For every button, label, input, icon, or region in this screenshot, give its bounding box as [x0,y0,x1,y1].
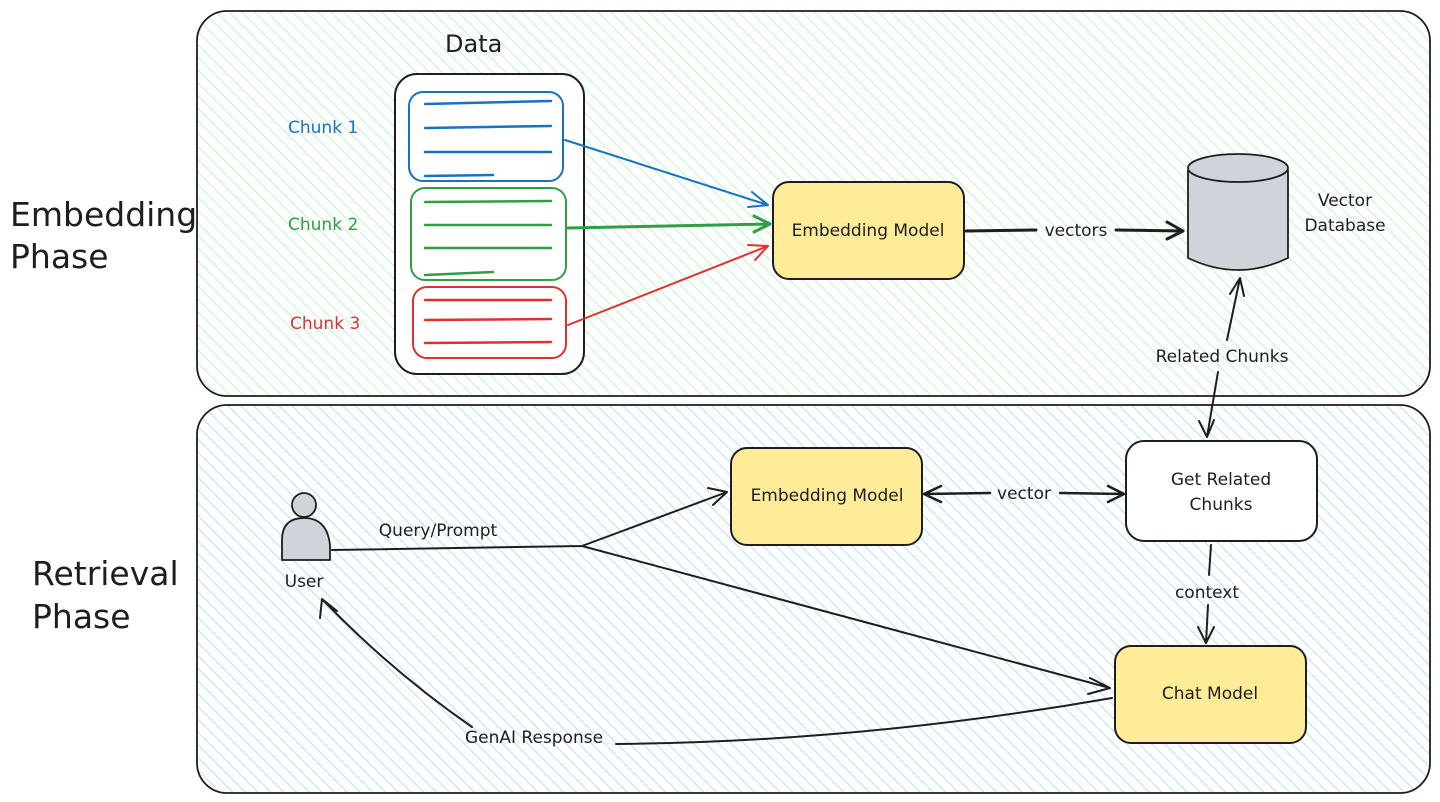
embedding-model-bottom [730,447,923,546]
vector-label: vector [997,484,1051,504]
vector-database-cylinder [1187,153,1289,271]
embedding-model-top-label: Embedding Model [792,221,945,241]
chunk-2-arrow [566,214,772,234]
query-prompt-label: Query/Prompt [379,521,498,541]
chat-model-box [1114,645,1307,744]
embedding-model-top [772,181,965,280]
retrieval-phase-label: Retrieval [32,554,179,593]
chunk-1-box [408,91,564,182]
embedding-phase-label: Embedding [10,195,197,234]
user-label: User [285,572,324,592]
genai-response-label: GenAI Response [465,728,603,748]
chunk-2-box [410,187,567,281]
embedding-model-bottom-label: Embedding Model [751,486,904,506]
chunk-2-lines [423,199,553,277]
vector-arrow [922,484,1126,504]
chunk-2-label: Chunk 2 [288,215,358,235]
chunk-1-arrow [564,139,769,208]
chunk-3-box [412,286,567,359]
chunk-3-label: Chunk 3 [290,314,360,334]
related-chunks-arrow [1198,277,1245,438]
related-chunks-label: Related Chunks [1156,347,1289,367]
embedding-phase-label-2: Phase [10,237,109,276]
get-related-chunks-label: Get Related [1171,470,1271,490]
retrieval-phase-label-2: Phase [32,597,131,636]
data-title: Data [445,30,502,58]
chunk-1-lines [423,99,553,178]
chunk-1-label: Chunk 1 [288,118,358,138]
vectors-arrow [964,220,1185,241]
context-arrow [1197,544,1215,644]
context-label: context [1175,583,1239,603]
vector-database-label-2: Database [1304,216,1385,236]
query-prompt-arrows [331,487,1111,695]
vectors-label: vectors [1045,221,1108,241]
chat-model-label: Chat Model [1162,684,1258,704]
user-icon [281,492,331,561]
get-related-chunks-label-2: Chunks [1190,495,1253,515]
chunk-3-lines [423,298,553,345]
chunk-3-arrow [567,244,769,326]
genai-response-arrow [319,598,1113,745]
vector-database-label: Vector [1318,191,1372,211]
get-related-chunks-box [1125,440,1318,542]
